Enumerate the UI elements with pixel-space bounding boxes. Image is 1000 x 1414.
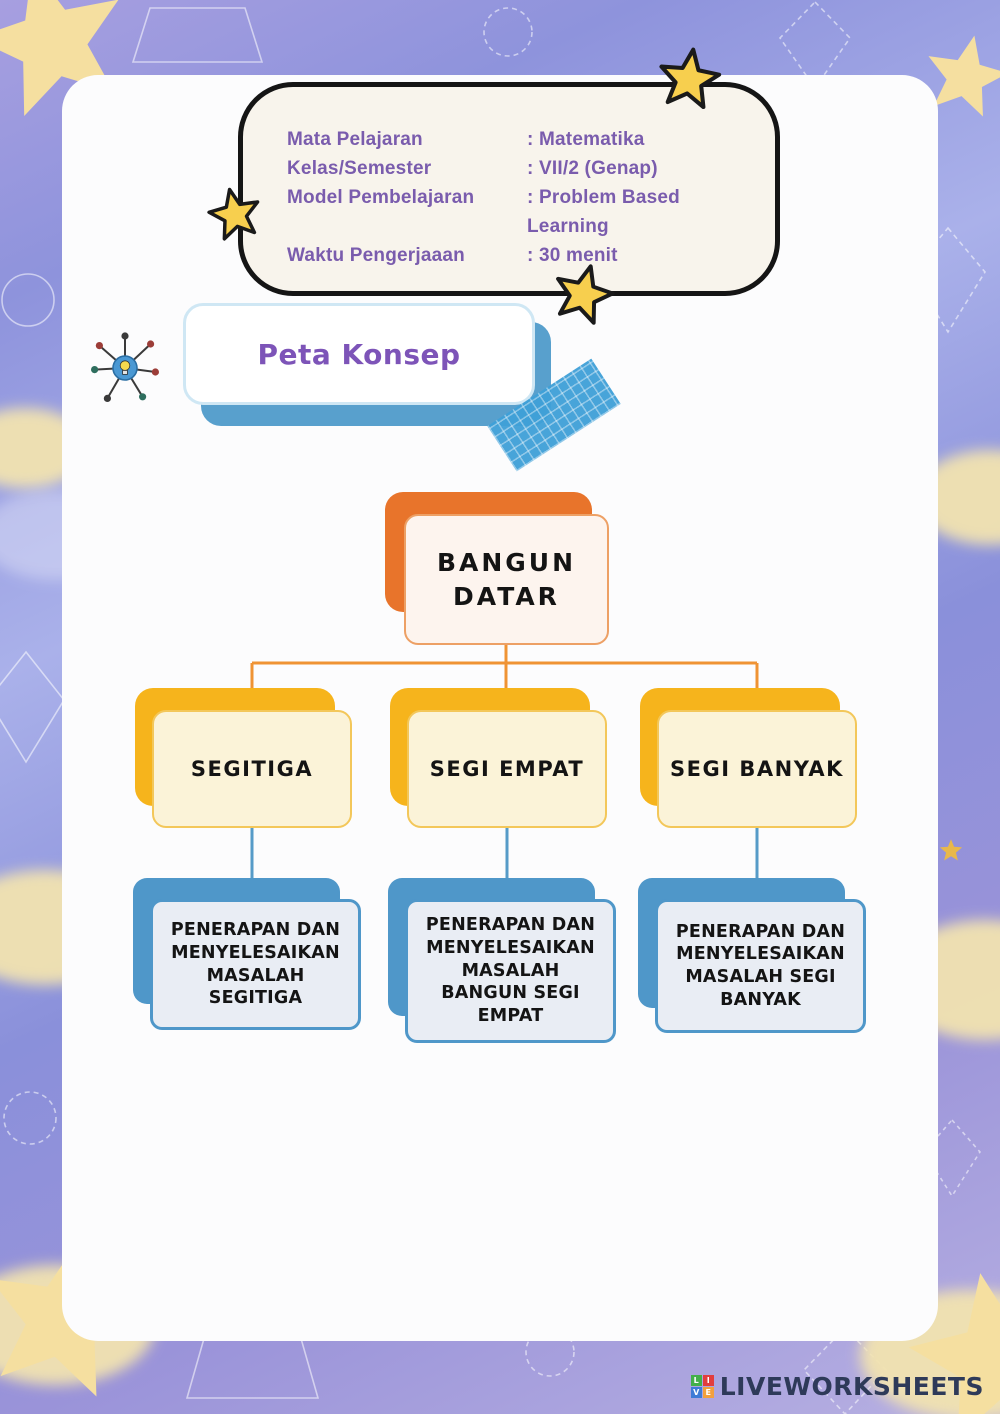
leaf-node-segitiga: PENERAPAN DAN MENYELESAIKAN MASALAH SEGI… <box>150 899 361 1030</box>
logo-letter: I <box>702 1375 714 1386</box>
info-value: : 30 menit <box>527 245 618 266</box>
info-row: Mata Pelajaran : Matematika <box>287 125 755 154</box>
info-label: Kelas/Semester <box>287 158 432 179</box>
info-value: : VII/2 (Genap) <box>527 158 658 179</box>
info-value: : Matematika <box>527 129 645 150</box>
liveworksheets-logo-icon: L I V E <box>690 1375 714 1398</box>
child-node-segi-empat: SEGI EMPAT <box>407 710 607 828</box>
section-title-card: Peta Konsep <box>183 303 535 405</box>
info-row: Kelas/Semester : VII/2 (Genap) <box>287 154 755 183</box>
root-node: BANGUN DATAR <box>404 514 609 645</box>
child-node-segi-banyak: SEGI BANYAK <box>657 710 857 828</box>
star-icon <box>207 187 260 241</box>
lesson-info-box: Mata Pelajaran : Matematika Kelas/Semest… <box>238 82 780 296</box>
info-row: Waktu Pengerjaaan : 30 menit <box>287 241 755 270</box>
child-node-segitiga: SEGITIGA <box>152 710 352 828</box>
sparkle-star-decoration <box>939 839 963 861</box>
info-label: Model Pembelajaran <box>287 187 475 208</box>
leaf-node-segi-banyak: PENERAPAN DAN MENYELESAIKAN MASALAH SEGI… <box>655 899 866 1033</box>
info-value: : Problem Based Learning <box>527 187 680 237</box>
star-icon <box>659 47 722 110</box>
info-row: Model Pembelajaran : Problem Based Learn… <box>287 183 755 241</box>
corner-star-decoration <box>928 35 1000 117</box>
corner-star-decoration <box>908 1273 1000 1414</box>
info-label: Waktu Pengerjaaan <box>287 245 465 266</box>
star-icon <box>556 264 615 325</box>
liveworksheets-footer: L I V E LIVEWORKSHEETS <box>690 1372 984 1401</box>
logo-letter: L <box>690 1375 702 1386</box>
brand-text: LIVEWORKSHEETS <box>719 1372 984 1401</box>
section-title: Peta Konsep <box>257 337 461 371</box>
logo-letter: E <box>702 1387 714 1398</box>
logo-letter: V <box>690 1387 702 1398</box>
info-label: Mata Pelajaran <box>287 129 423 150</box>
idea-network-icon <box>91 332 159 402</box>
leaf-node-segi-empat: PENERAPAN DAN MENYELESAIKAN MASALAH BANG… <box>405 899 616 1043</box>
